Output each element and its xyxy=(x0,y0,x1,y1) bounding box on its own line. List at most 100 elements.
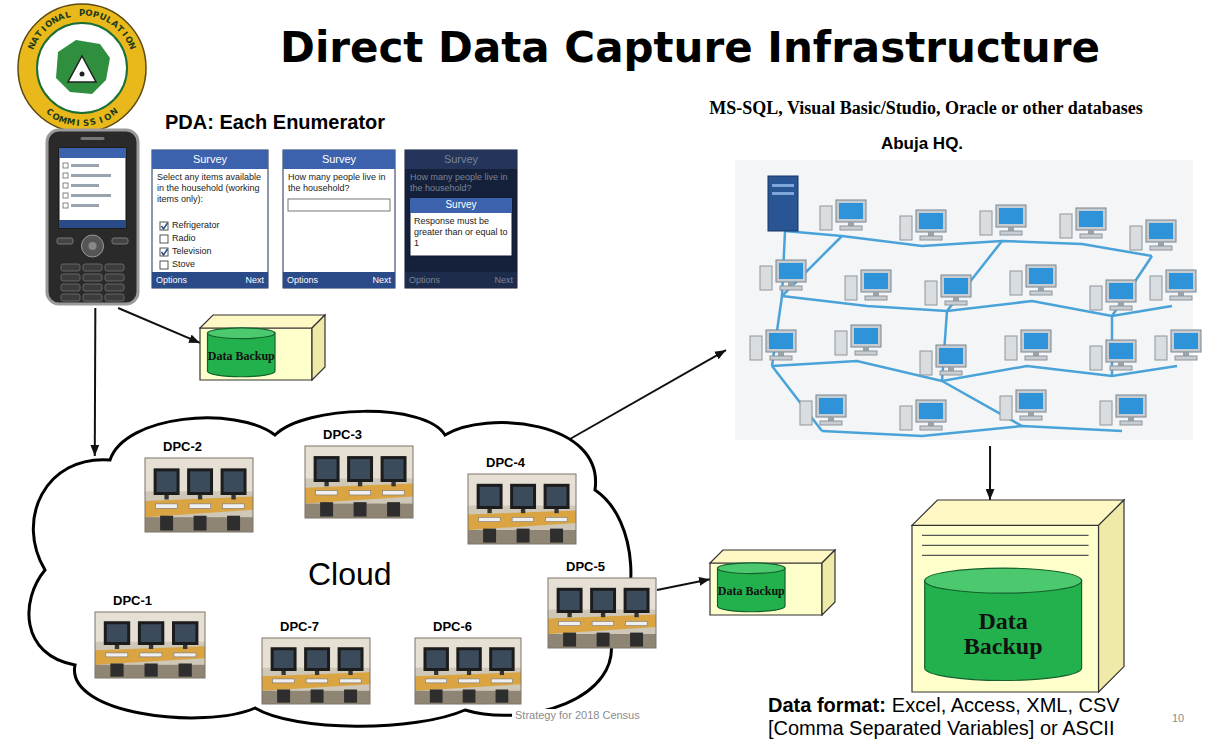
computer-icon xyxy=(836,200,866,222)
lab-photo xyxy=(149,645,153,649)
computer-icon xyxy=(1000,231,1022,235)
logo xyxy=(56,40,110,94)
phone-key xyxy=(57,238,73,244)
lab-photo xyxy=(145,496,253,517)
network-line xyxy=(772,361,1177,381)
format-heading: Data format: xyxy=(768,694,886,716)
computer-icon xyxy=(1149,223,1173,239)
computer-icon xyxy=(996,205,1026,227)
backup-box xyxy=(312,315,325,380)
lab-photo xyxy=(262,638,370,704)
computer-icon xyxy=(1128,417,1134,421)
backup-box xyxy=(922,545,1089,546)
computer-icon xyxy=(919,403,943,419)
processing-centre: DPC-4 xyxy=(468,456,576,544)
server-icon xyxy=(772,184,794,187)
network-line xyxy=(822,426,1122,436)
computer-icon xyxy=(1090,286,1102,310)
computer-icon xyxy=(1150,246,1172,250)
computer-icon xyxy=(940,371,962,375)
computer-icon xyxy=(778,352,784,356)
lab-photo xyxy=(304,647,330,671)
format-note: Data format:Excel, Access, XML, CSV [Com… xyxy=(768,694,1158,740)
softkey-text: Options xyxy=(287,275,318,286)
survey-screen xyxy=(405,150,517,169)
lab-photo xyxy=(231,495,235,499)
lab-photo xyxy=(262,638,370,704)
option-text: Television xyxy=(172,246,212,257)
survey-screen xyxy=(160,261,168,269)
lab-photo xyxy=(557,588,583,613)
node-label: Data Backup xyxy=(718,574,786,609)
lab-photo xyxy=(311,689,324,702)
survey-screen xyxy=(160,248,168,256)
phone-screen xyxy=(71,194,111,197)
hq-network: MS-SQL, Visual Basic/Studio, Oracle or o… xyxy=(640,96,1212,444)
computer-icon xyxy=(1119,398,1143,414)
lab-photo xyxy=(145,458,253,532)
computer-icon xyxy=(1171,330,1201,352)
lab-photo xyxy=(348,671,352,675)
connector-arrow xyxy=(118,308,200,343)
lab-photo xyxy=(160,516,173,531)
lab-photo xyxy=(305,446,413,518)
screen-text: How many people live in the household? xyxy=(410,172,514,194)
lab-photo xyxy=(384,459,404,479)
survey-screen xyxy=(160,222,168,230)
lab-photo xyxy=(630,633,643,647)
lab-photo xyxy=(548,614,656,634)
computer-icon xyxy=(1020,416,1042,420)
backup-box xyxy=(200,315,325,328)
lab-photo xyxy=(221,468,247,495)
survey-screen xyxy=(160,235,168,243)
softkey-text: Options xyxy=(156,275,187,286)
backup-store-outline xyxy=(200,315,325,380)
database-cylinder xyxy=(718,563,786,574)
lab-photo xyxy=(430,689,443,702)
lab-photo xyxy=(354,502,367,516)
computer-icon xyxy=(980,211,992,235)
logo xyxy=(18,4,146,132)
database-cylinder xyxy=(925,581,1082,681)
phone-key xyxy=(105,294,124,301)
computer-icon xyxy=(999,208,1023,224)
computer-icon xyxy=(855,351,877,355)
phone-key xyxy=(105,264,124,271)
lab-photo xyxy=(548,578,656,648)
phone-screen xyxy=(63,163,68,168)
lab-photo xyxy=(95,612,205,642)
computer-icon xyxy=(1080,234,1102,238)
computer-icon xyxy=(1038,287,1044,291)
survey-screen xyxy=(405,150,517,288)
computer-icon xyxy=(1155,336,1167,360)
computer-icon xyxy=(1028,412,1034,416)
logo xyxy=(18,4,146,132)
computer-icon xyxy=(920,426,942,430)
computer-icon xyxy=(953,297,959,301)
lab-photo xyxy=(273,679,295,683)
watermark: Strategy for 2018 Census xyxy=(512,709,643,722)
lab-photo xyxy=(305,446,413,478)
logo-letter: N xyxy=(127,41,138,51)
logo-letter: S xyxy=(82,118,89,127)
processing-centre: DPC-6 xyxy=(415,620,521,704)
phone-key xyxy=(61,294,80,301)
screen-title: Survey xyxy=(283,153,395,166)
lab-photo xyxy=(187,468,213,495)
database-cylinder xyxy=(208,333,276,377)
lab-photo xyxy=(358,482,362,486)
lab-photo xyxy=(626,621,648,625)
survey-screen xyxy=(152,150,268,288)
computer-icon xyxy=(1088,230,1094,234)
computer-icon xyxy=(820,206,832,230)
lab-photo xyxy=(179,663,192,676)
computer-icon xyxy=(1166,270,1196,292)
lab-photo xyxy=(463,689,476,702)
lab-photo xyxy=(492,650,511,668)
computer-icon xyxy=(1090,346,1102,370)
lab-photo xyxy=(95,612,205,678)
survey-screen xyxy=(152,272,268,288)
survey-screen xyxy=(283,150,395,288)
lab-photo xyxy=(174,653,196,657)
phone-screen xyxy=(71,184,99,187)
